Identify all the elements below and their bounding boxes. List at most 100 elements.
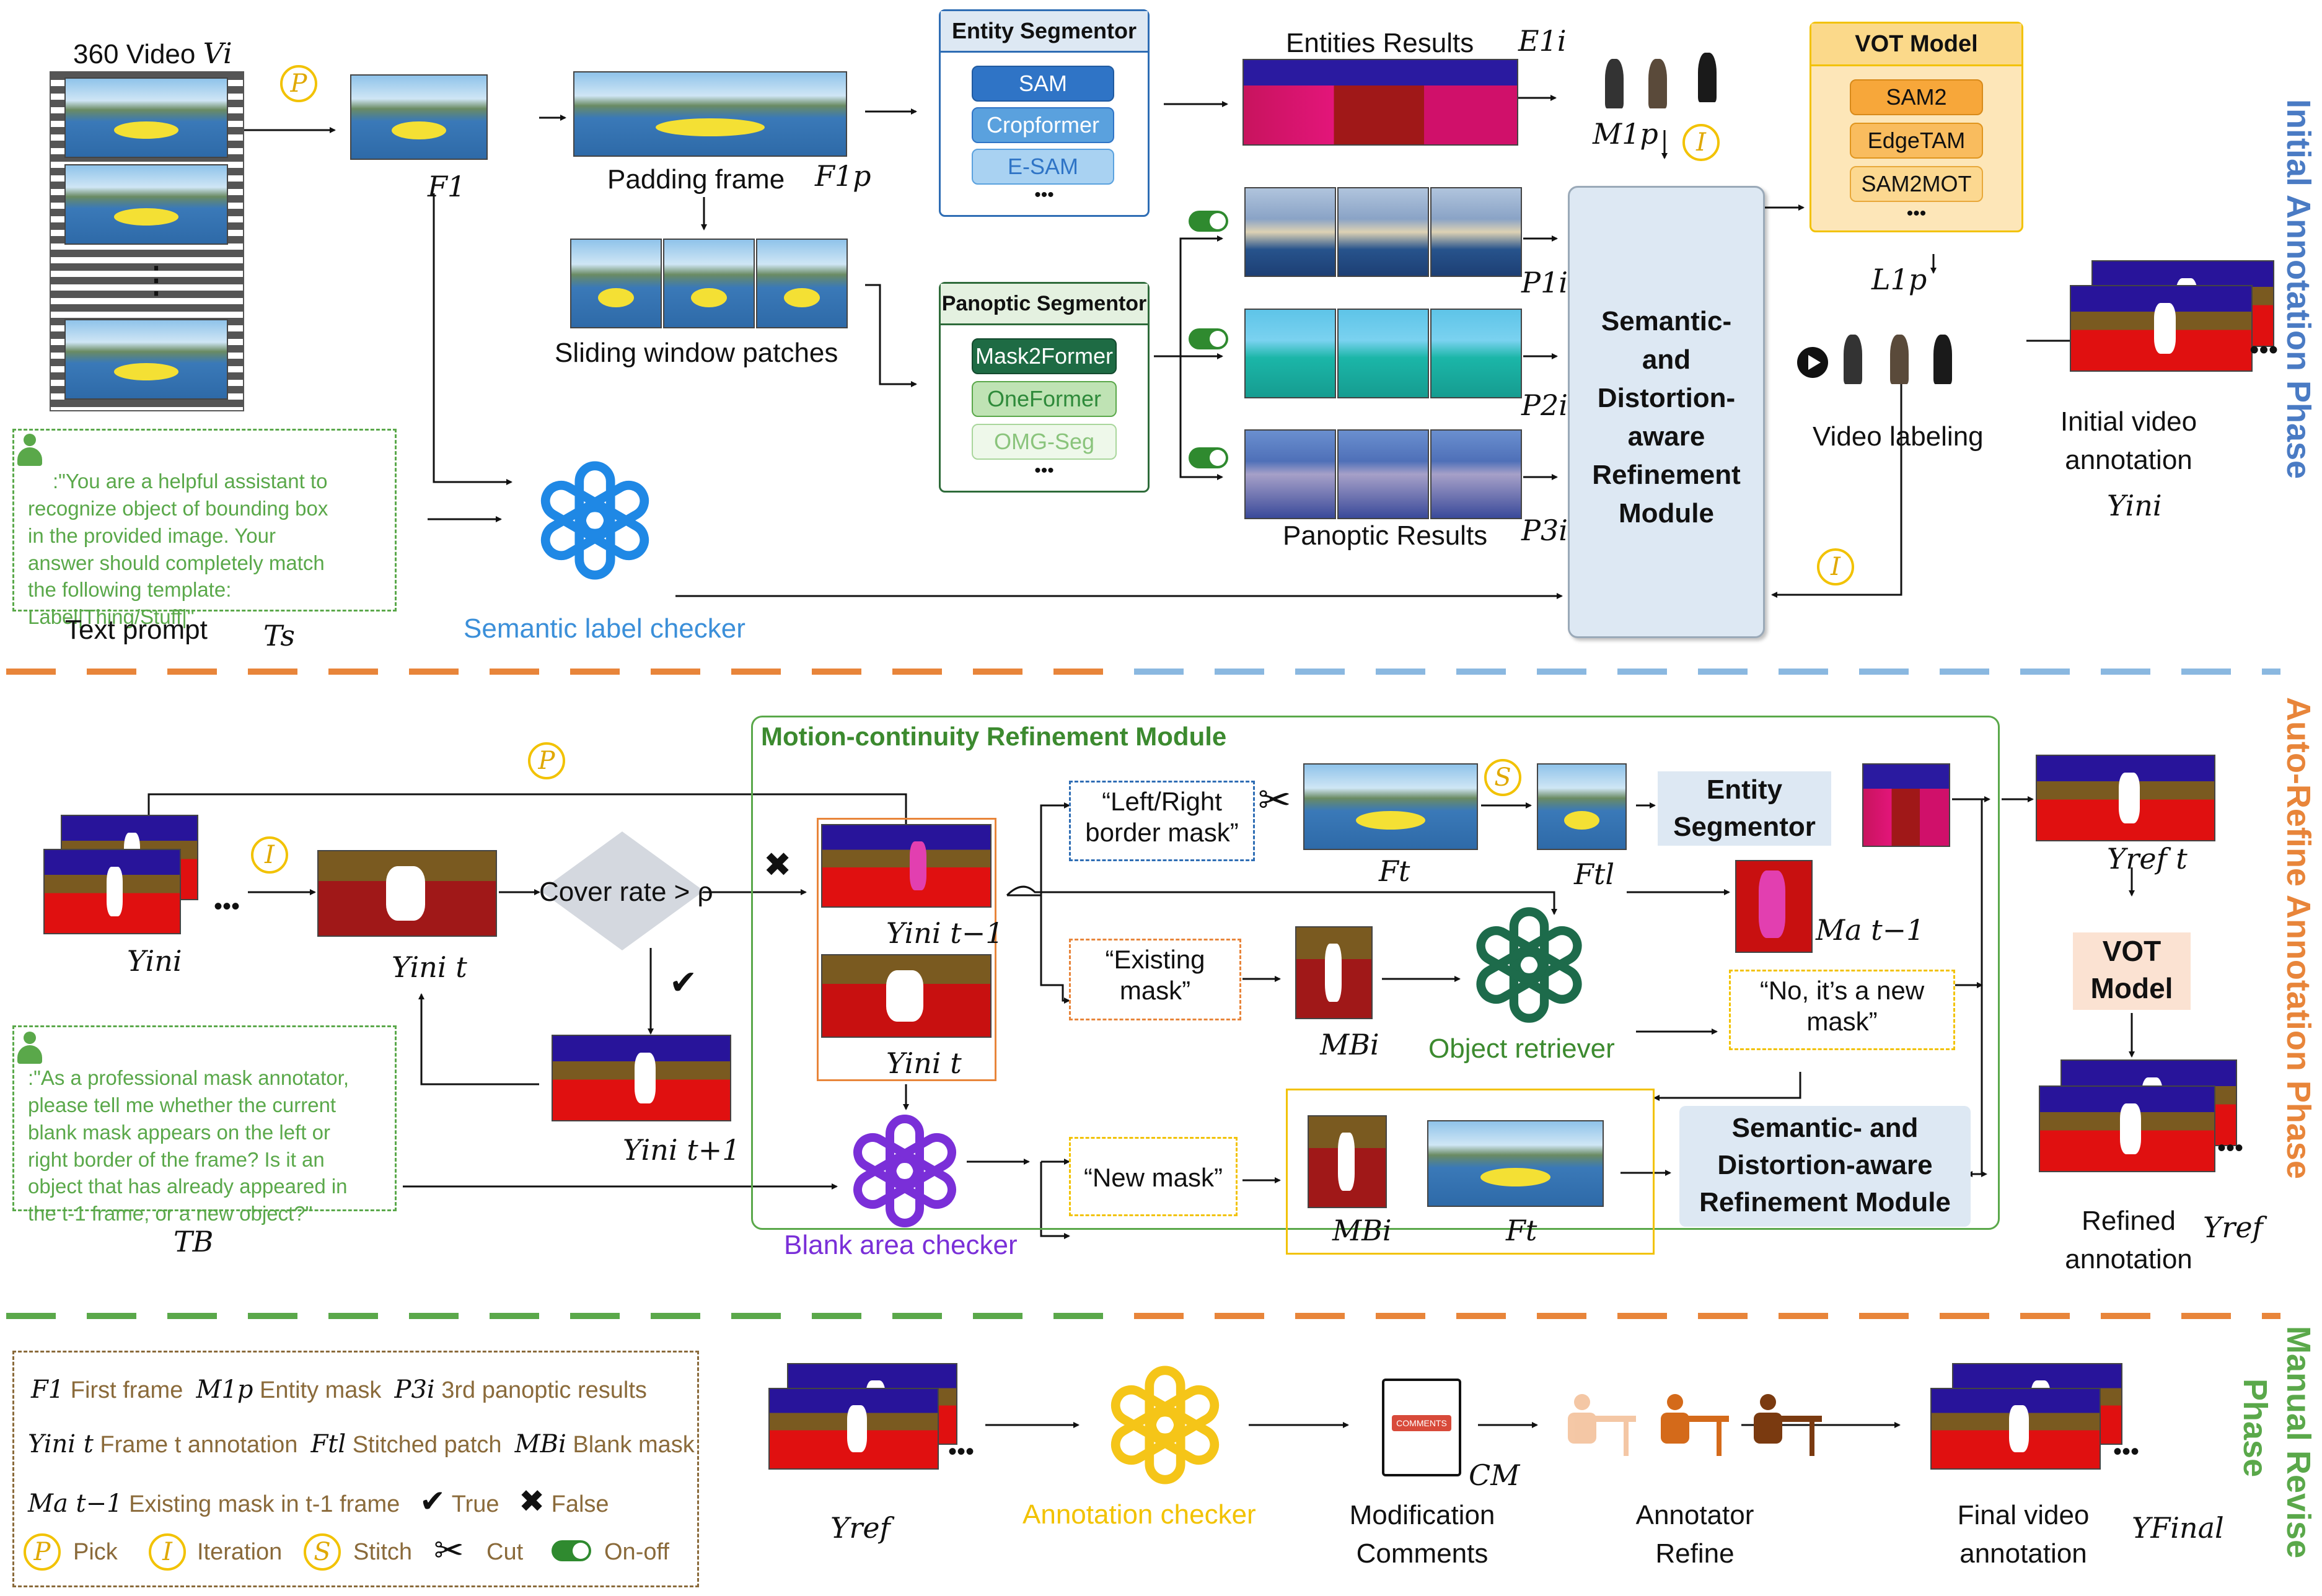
existing-mask-quote: “Existing mask” [1069,939,1241,1020]
toggle-2[interactable] [1189,328,1228,349]
motion-continuity-title: Motion-continuity Refinement Module [761,722,1227,751]
ftl-label: Ftl [1574,857,1615,891]
legend-iteration-icon: I [149,1533,186,1571]
stitch-icon: S [1484,759,1521,796]
patch-3 [756,239,848,328]
panoptic-1c [1430,187,1522,277]
video-symbol: Vi [203,37,232,70]
ft2-label: Ft [1506,1214,1537,1247]
annotation-checker-label: Annotation checker [1022,1499,1256,1530]
yini-t-image [317,850,497,937]
legend-toggle-icon [552,1540,591,1561]
frames-group-box [817,818,996,1081]
legend-pick-icon: P [24,1533,61,1571]
left-right-border-quote: “Left/Right border mask” [1069,781,1255,861]
legend-row-2: Yini t Frame t annotation Ftl Stitched p… [28,1430,695,1458]
pick-icon: P [280,65,317,102]
openai-logo-purple-icon [853,1115,956,1227]
yini-tm1-label: Yini t−1 [886,916,1004,950]
yini-refine-label: Yini [127,944,182,978]
motion-continuity-module-box [751,716,2000,1230]
panoptic-2c [1430,309,1522,398]
user-icon-2 [16,1032,43,1064]
panoptic-segmentor-box: Panoptic Segmentor Mask2Former OneFormer… [939,282,1150,493]
phase-label-manual: Manual Revise [2280,1326,2317,1559]
initial-annotation-dots: ••• [2249,335,2279,365]
toggle-1[interactable] [1189,211,1228,232]
legend-row-3: Ma t−1 Existing mask in t-1 frame ✔ True… [28,1484,609,1519]
video-labeling-label: Video labeling [1813,421,1984,452]
cover-rate-label: Cover rate > ρ [539,877,713,907]
final-dots: ••• [2113,1438,2140,1465]
p2-label: P2i [1521,388,1568,422]
panoptic-segmentor-title: Panoptic Segmentor [941,284,1148,325]
entity-mask-figure-2 [1648,59,1667,108]
padding-frame-image [573,71,847,157]
ft-image [1303,763,1478,850]
initial-annotation-label: Initial video annotation [2060,406,2197,475]
ts-label: Ts [263,619,295,652]
annotator-icon-2 [1661,1394,1729,1456]
ft-image-2 [1427,1120,1604,1207]
blank-area-checker-label: Blank area checker [784,1230,1018,1260]
tb-label: TB [174,1225,214,1258]
yref-manual-label: Yref [830,1511,891,1545]
panoptic-item-oneformer: OneFormer [972,381,1117,417]
l1p-label: L1p [1871,263,1927,296]
play-icon[interactable] [1797,347,1828,378]
pick-icon-2: P [528,742,565,779]
semantic-checker-label: Semantic label checker [464,613,745,644]
new-mask-quote: “New mask” [1069,1137,1238,1216]
yini-t-b-label: Yini t [886,1046,962,1080]
panoptic-3c [1430,429,1522,519]
yref-manual-front [768,1388,939,1470]
no-new-mask-quote: “No, it’s a new mask” [1729,970,1955,1050]
legend-stitch: Stitch [353,1539,413,1565]
entity-segmentor-refine: Entity Segmentor [1658,771,1831,846]
entity-mask-figure-1 [1605,59,1624,108]
vot-item-edgetam: EdgeTAM [1850,123,1983,159]
ftl-image [1537,763,1627,850]
annotator-icon-3 [1754,1394,1822,1456]
vot-model-refine: VOT Model [2073,932,2191,1010]
panoptic-2b [1337,309,1429,398]
sliding-window-label: Sliding window patches [555,338,838,368]
cover-rate-diamond [540,831,704,950]
text-prompt-label: Text prompt [65,615,208,645]
mb-image-2 [1308,1115,1387,1208]
comments-badge: COMMENTS [1392,1415,1451,1431]
p3-label: P3i [1521,514,1568,547]
initial-annotation-front [2070,285,2253,372]
yref-t-image [2036,755,2215,841]
ft-label: Ft [1379,854,1410,888]
annotator-refine-label: Annotator Refine [1635,1500,1754,1569]
padding-frame-label: Padding frame [607,164,785,195]
patch-1 [570,239,662,328]
entity-segmentor-box: Entity Segmentor SAM Cropformer E-SAM ••… [939,9,1150,217]
annotator-icon-1 [1568,1394,1636,1456]
yref-t-label: Yref t [2107,842,2188,875]
entities-results-label: Entities Results [1286,28,1474,58]
patch-2 [663,239,755,328]
modification-comments-label: Modification Comments [1349,1500,1495,1569]
yini-t-label: Yini t [392,950,467,984]
panoptic-more: ••• [1034,460,1054,481]
vot-model-title: VOT Model [1811,24,2021,66]
panoptic-3b [1337,429,1429,519]
yini-t1-label: Yini t+1 [623,1133,741,1167]
toggle-3[interactable] [1189,447,1228,468]
user-icon-1 [16,434,43,466]
e1i-label: E1i [1518,24,1567,58]
scissors-icon: ✂ [1258,778,1291,822]
entity-item-sam: SAM [972,66,1114,102]
phase-label-autorefine: Auto-Refine Annotation Phase [2280,697,2317,1179]
video-label: 360 Video Vi [73,37,232,70]
entity-mask-figure-3 [1698,53,1717,102]
yini-label-initial: Yini [2107,489,2162,522]
panoptic-results-label: Panoptic Results [1283,520,1488,551]
yini-t-image-b [821,954,992,1038]
refined-dots: ••• [2217,1134,2244,1162]
final-annotation-front [1930,1388,2101,1470]
legend-scissors-icon: ✂ [434,1530,464,1571]
